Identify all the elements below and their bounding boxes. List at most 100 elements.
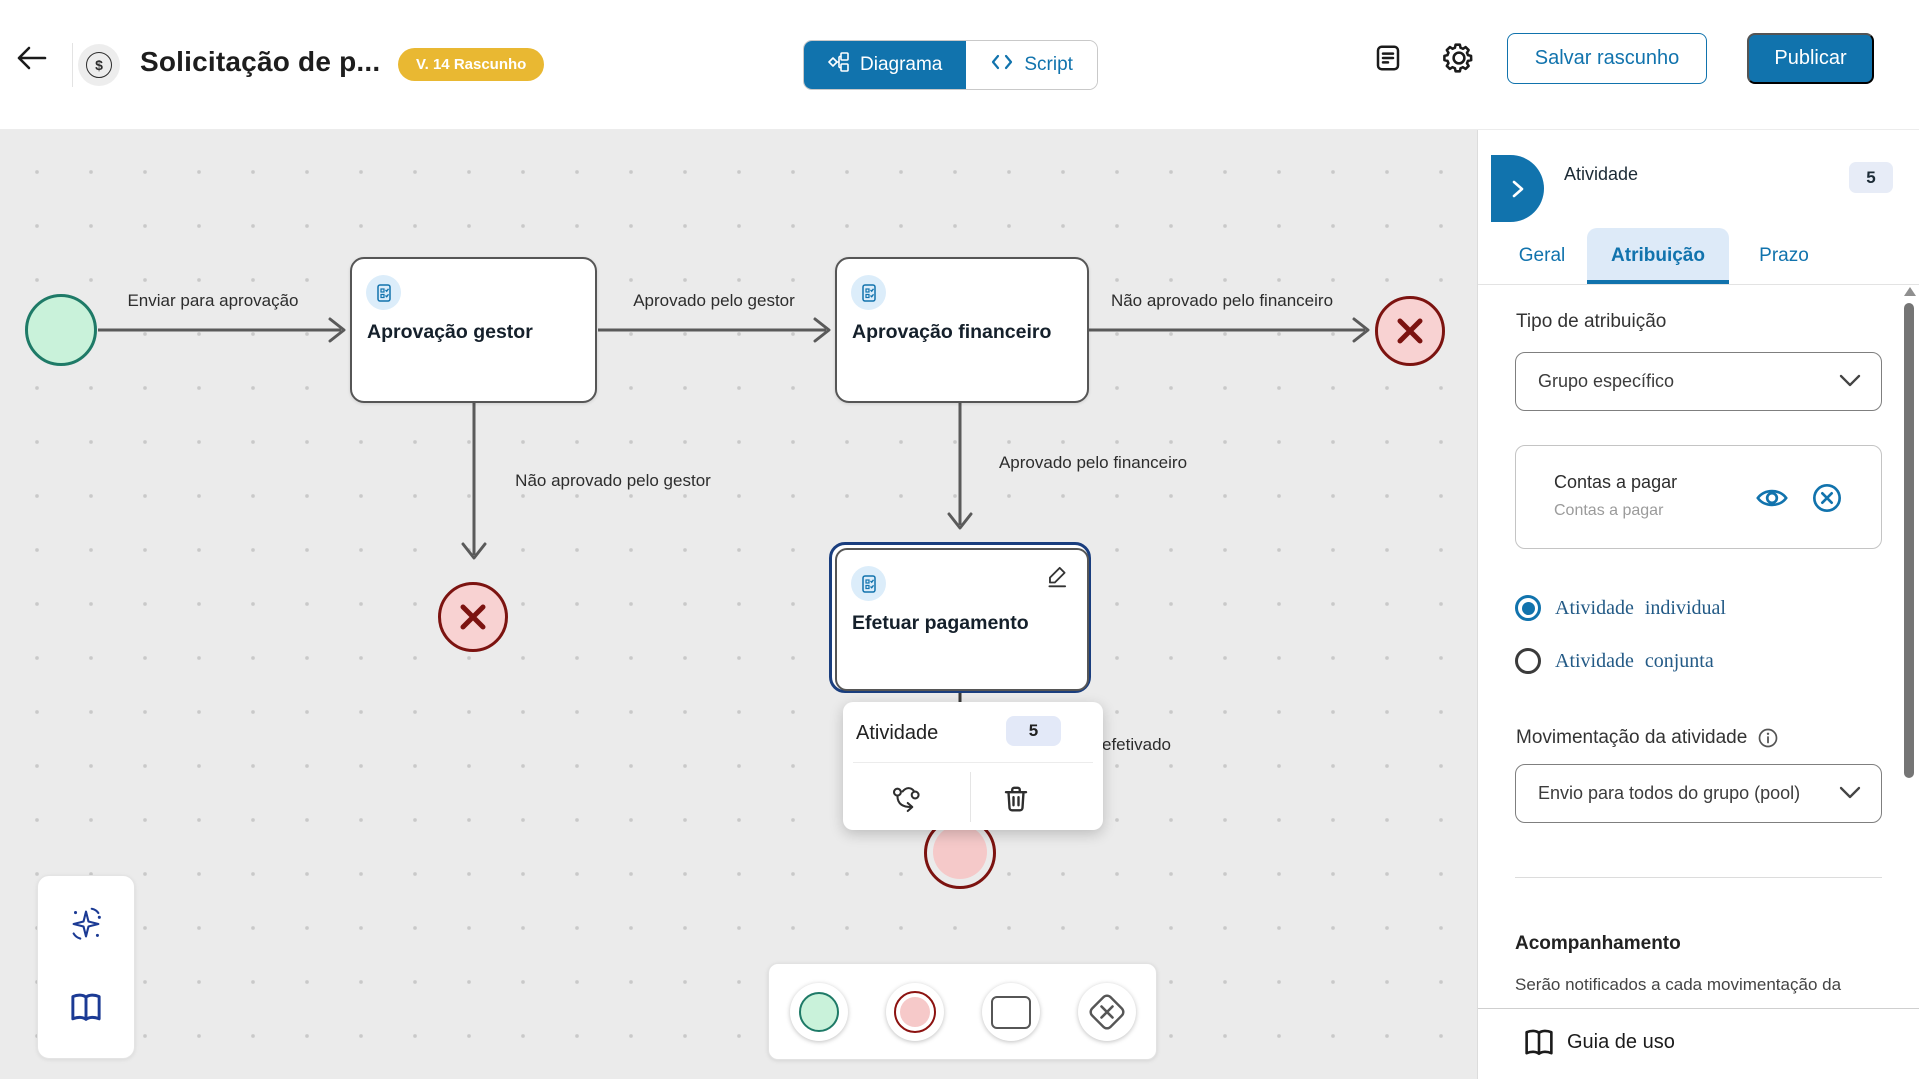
group-subtitle: Contas a pagar — [1554, 502, 1664, 519]
edge-label: Não aprovado pelo financeiro — [1110, 291, 1334, 310]
change-flow-button[interactable] — [889, 782, 923, 816]
version-badge: V. 14 Rascunho — [398, 48, 545, 81]
guide-button[interactable] — [66, 988, 106, 1028]
guide-label: Guia de uso — [1567, 1031, 1675, 1053]
tracking-body: Serão notificados a cada movimentação da — [1515, 975, 1842, 994]
trash-icon — [1004, 786, 1028, 812]
top-bar: $ Solicitação de p... V. 14 Rascunho Dia… — [0, 0, 1919, 130]
edge-label: Enviar para aprovação — [127, 291, 299, 310]
chevron-down-icon — [1839, 371, 1861, 392]
edge-manager-to-finance — [598, 317, 831, 343]
radio-unselected-icon — [1515, 648, 1541, 674]
panel-scrollbar[interactable] — [1903, 287, 1916, 1079]
palette-gateway-button[interactable] — [1078, 983, 1136, 1041]
currency-icon: $ — [86, 52, 112, 78]
palette-end-event-button[interactable] — [886, 983, 944, 1041]
start-event-shape — [799, 992, 839, 1032]
assignment-type-select[interactable]: Grupo específico — [1515, 352, 1882, 411]
shape-palette — [768, 963, 1157, 1060]
task-node-finance-approval[interactable]: Aprovação financeiro — [835, 257, 1089, 403]
save-draft-button[interactable]: Salvar rascunho — [1507, 33, 1707, 84]
scroll-thumb[interactable] — [1904, 303, 1914, 778]
assignment-type-value: Grupo específico — [1538, 371, 1675, 391]
task-title: Aprovação financeiro — [852, 321, 1052, 343]
task-node-manager-approval[interactable]: Aprovação gestor — [350, 257, 597, 403]
tab-diagram-label: Diagrama — [860, 54, 943, 75]
view-group-button[interactable] — [1754, 480, 1790, 516]
radio-selected-icon — [1515, 595, 1541, 621]
tracking-title: Acompanhamento — [1515, 933, 1681, 954]
ai-assistant-button[interactable] — [66, 904, 106, 944]
edge-label: Aprovado pelo financeiro — [998, 453, 1188, 472]
chevron-down-icon — [1839, 783, 1861, 804]
x-icon — [1397, 318, 1423, 344]
radio-label: Atividade individual — [1555, 596, 1726, 619]
gear-icon — [1442, 41, 1476, 80]
page-title: Solicitação de p... — [140, 46, 381, 77]
tab-script[interactable]: Script — [966, 41, 1097, 89]
panel-title: Atividade — [1564, 164, 1639, 184]
assignment-type-label: Tipo de atribuição — [1516, 311, 1667, 332]
end-event-node-rejected-finance[interactable] — [1375, 296, 1445, 366]
movement-select[interactable]: Envio para todos do grupo (pool) — [1515, 764, 1882, 823]
tab-atribuicao[interactable]: Atribuição — [1587, 228, 1729, 284]
tab-prazo[interactable]: Prazo — [1759, 245, 1809, 266]
guide-footer[interactable]: Guia de uso — [1478, 1008, 1919, 1079]
delete-node-button[interactable] — [999, 782, 1033, 816]
radio-label: Atividade conjunta — [1555, 649, 1714, 672]
remove-group-button[interactable] — [1809, 480, 1845, 516]
end-event-shape — [894, 991, 936, 1033]
popup-icon-divider — [970, 772, 971, 822]
open-book-icon — [71, 993, 101, 1021]
edge-label: Não aprovado pelo gestor — [515, 471, 711, 490]
diagram-icon — [828, 51, 850, 79]
tab-geral[interactable]: Geral — [1518, 245, 1566, 266]
eye-icon — [1756, 489, 1788, 507]
edge-start-to-manager — [98, 317, 346, 343]
info-icon[interactable] — [1757, 727, 1779, 749]
movement-label: Movimentação da atividade — [1516, 727, 1748, 748]
edit-node-button[interactable] — [1043, 562, 1071, 590]
edge-label-partial: efetivado — [1102, 735, 1171, 754]
checklist-icon — [851, 566, 886, 601]
checklist-icon — [366, 275, 401, 310]
popup-count-badge: 5 — [1006, 716, 1061, 746]
circle-x-icon — [1813, 484, 1841, 512]
end-event-node-selected-ring[interactable] — [924, 817, 996, 889]
x-icon — [460, 604, 486, 630]
notes-button[interactable] — [1370, 42, 1406, 78]
back-button[interactable] — [13, 42, 49, 78]
publish-button[interactable]: Publicar — [1747, 33, 1874, 84]
task-title: Efetuar pagamento — [852, 612, 1029, 634]
end-event-node-rejected-manager[interactable] — [438, 582, 508, 652]
task-node-make-payment[interactable]: Efetuar pagamento — [835, 548, 1089, 691]
tab-diagram[interactable]: Diagrama — [804, 41, 967, 89]
palette-task-button[interactable] — [982, 983, 1040, 1041]
flow-branch-icon — [892, 787, 920, 813]
radio-joint-activity[interactable]: Atividade conjunta — [1515, 648, 1714, 674]
chevron-right-icon — [1512, 180, 1523, 197]
open-book-icon — [1521, 1027, 1557, 1064]
collapse-panel-button[interactable] — [1491, 155, 1544, 222]
panel-tabs: Geral Atribuição Prazo — [1478, 228, 1919, 285]
selected-task-node-make-payment[interactable]: Efetuar pagamento — [829, 542, 1091, 693]
radio-individual-activity[interactable]: Atividade individual — [1515, 595, 1726, 621]
settings-button[interactable] — [1441, 42, 1477, 78]
edge-label: Aprovado pelo gestor — [633, 291, 795, 310]
tab-script-label: Script — [1024, 54, 1073, 75]
scroll-up-arrow[interactable] — [1904, 287, 1916, 296]
document-icon — [1373, 43, 1403, 78]
group-title: Contas a pagar — [1554, 472, 1678, 492]
gateway-x-shape — [1089, 994, 1125, 1030]
start-event-node[interactable] — [25, 294, 97, 366]
palette-start-event-button[interactable] — [790, 983, 848, 1041]
process-avatar: $ — [78, 44, 120, 86]
section-divider — [1515, 877, 1882, 878]
popup-title: Atividade — [856, 722, 939, 744]
checklist-icon — [851, 275, 886, 310]
view-toggle: Diagrama Script — [803, 40, 1098, 90]
end-event-node-fill — [933, 825, 987, 879]
diagram-canvas[interactable]: Enviar para aprovação Aprovado pelo gest… — [0, 129, 1477, 1079]
panel-count-badge: 5 — [1849, 162, 1893, 193]
